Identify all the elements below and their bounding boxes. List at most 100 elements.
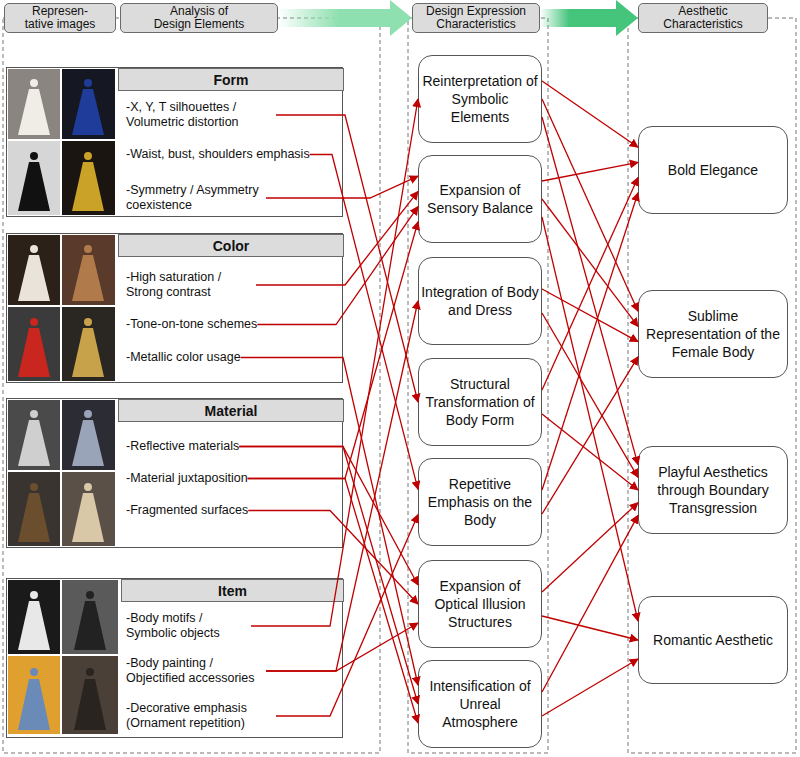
runway-photo [8,141,60,215]
connector-arrow [542,162,638,181]
header-text: Represen- tative images [20,5,100,31]
connector-arrow [276,515,418,716]
item-text: -High saturation / Strong contrast [126,270,256,300]
column-frame [628,18,796,753]
group-title: Form [118,68,344,91]
column-header: Design Expression Characteristics [412,3,540,33]
connector-arrow [241,358,418,686]
column-header: Analysis of Design Elements [120,3,278,33]
runway-figure [18,152,50,211]
connector-arrow [310,155,418,490]
connector-arrow [542,659,638,716]
group-title: Color [118,234,344,257]
runway-photo [62,235,115,305]
runway-figure [72,410,104,466]
element-item: -Waist, bust, shoulders emphasis [126,147,310,162]
item-text: -Fragmented surfaces [126,503,248,518]
connector-arrow [248,222,418,479]
element-item: -Symmetry / Asymmetry coexistence [126,183,266,213]
expression-box: Integration of Body and Dress [418,257,542,345]
connector-arrow [542,289,638,342]
box-text: Reinterpretation of Symbolic Elements [421,72,539,126]
runway-photo [62,141,115,215]
connector-arrow [542,193,638,490]
runway-figure [18,591,50,650]
flow-arrow [278,0,412,36]
runway-figure [72,483,104,542]
runway-photo [8,472,60,546]
connector-arrow [542,616,638,640]
connector-arrow [248,511,418,605]
box-text: Repetitive Emphasis on the Body [421,475,539,529]
runway-photo [8,580,60,654]
runway-photo [8,656,60,734]
runway-photo [62,580,118,654]
item-text: -Decorative emphasis (Ornament repetitio… [126,701,276,731]
box-text: Playful Aesthetics through Boundary Tran… [646,463,780,517]
element-item: -Reflective materials [126,439,239,454]
item-text: -Tone-on-tone schemes [126,317,257,332]
connector-arrow [542,357,638,514]
runway-figure [74,591,106,650]
connector-arrow [276,115,418,402]
expression-box: Repetitive Emphasis on the Body [418,458,542,546]
column-frame [408,18,548,753]
expression-box: Reinterpretation of Symbolic Elements [418,55,542,143]
element-item: -Tone-on-tone schemes [126,317,257,332]
column-frame [3,18,380,753]
expression-box: Intensification of Unreal Atmosphere [418,660,542,748]
runway-figure [18,245,50,301]
column-header: Aesthetic Characteristics [638,3,768,33]
connector-arrow [542,117,638,465]
runway-figure [72,79,104,135]
aesthetic-box: Sublime Representation of the Female Bod… [638,290,788,378]
item-text: -X, Y, T silhouettes / Volumetric distor… [126,100,276,130]
element-group: Item-Body motifs / Symbolic objects-Body… [6,578,343,738]
connector-arrow [542,414,638,490]
item-text: -Waist, bust, shoulders emphasis [126,147,310,162]
item-text: -Symmetry / Asymmetry coexistence [126,183,266,213]
header-text: Analysis of Design Elements [152,5,246,31]
box-text: Expansion of Optical Illusion Structures [421,577,539,631]
box-text: Expansion of Sensory Balance [421,181,539,217]
connector-arrow [266,176,418,198]
item-text: -Body painting / Objectified accessories [126,656,266,686]
aesthetic-box: Playful Aesthetics through Boundary Tran… [638,446,788,534]
flow-arrow [540,0,638,36]
runway-figure [18,410,50,466]
connector-arrow [256,191,418,285]
box-text: Romantic Aesthetic [646,631,780,649]
element-item: -Body motifs / Symbolic objects [126,611,251,641]
connector-arrow [542,515,638,692]
element-item: -High saturation / Strong contrast [126,270,256,300]
runway-photo [8,69,60,139]
connector-arrow [542,503,638,592]
runway-figure [18,318,50,377]
connector-arrow [542,217,638,621]
connector-arrow [257,207,418,325]
header-text: Design Expression Characteristics [420,5,532,31]
element-item: -Material juxtaposition [126,471,248,486]
runway-figure [72,318,104,377]
aesthetic-box: Bold Elegance [638,126,788,214]
connector-arrow [266,301,418,671]
element-group: Material -Reflective materials -Material j… [6,398,343,548]
runway-figure [72,245,104,301]
connector-arrow [542,81,638,147]
group-title: Material [118,399,344,422]
runway-photo [62,307,115,381]
runway-figure [18,668,50,730]
runway-figure [74,668,106,730]
connector-arrow [266,623,418,671]
element-item: -X, Y, T silhouettes / Volumetric distor… [126,100,276,130]
connector-arrow [248,479,418,724]
runway-photo [8,307,60,381]
header-text: Aesthetic Characteristics [653,5,753,31]
expression-box: Structural Transformation of Body Form [418,358,542,446]
runway-photo [62,656,118,734]
box-text: Intensification of Unreal Atmosphere [421,677,539,731]
element-item: -Fragmented surfaces [126,503,248,518]
element-item: -Metallic color usage [126,350,241,365]
